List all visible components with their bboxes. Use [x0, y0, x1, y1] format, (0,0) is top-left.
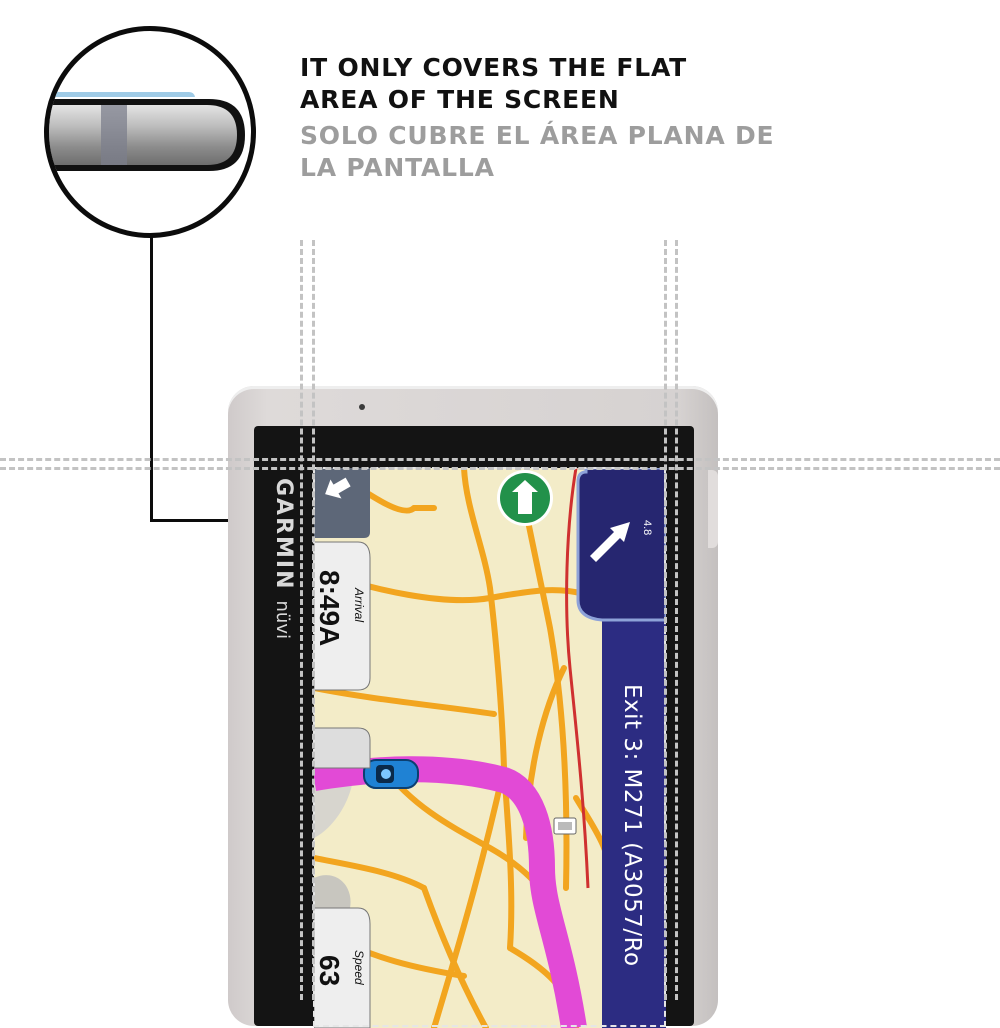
device-side-button — [708, 470, 718, 548]
arrival-label: Arrival — [352, 588, 366, 623]
arrival-time: 8:49A — [314, 570, 345, 647]
guide-left-inner — [312, 240, 315, 1000]
speed-value: 63 — [314, 955, 345, 987]
caption-spanish-line1: SOLO CUBRE EL ÁREA PLANA DE — [300, 121, 775, 150]
car-icon — [363, 759, 419, 789]
guide-left-outer — [300, 240, 303, 1000]
guide-top-outer — [0, 458, 1000, 461]
caption-english-line1: IT ONLY COVERS THE FLAT — [300, 53, 688, 82]
map-graphic — [314, 468, 666, 1028]
speed-label: Speed — [352, 950, 366, 985]
distance-to-turn: 4.8 — [641, 520, 653, 536]
caption-spanish: SOLO CUBRE EL ÁREA PLANA DE LA PANTALLA — [300, 120, 820, 184]
guide-right-outer — [675, 240, 678, 1000]
model-name: nüvi — [272, 600, 293, 639]
caption-english: IT ONLY COVERS THE FLAT AREA OF THE SCRE… — [300, 52, 820, 116]
turn-arrow-icon — [590, 522, 630, 562]
edge-detail-callout — [44, 26, 256, 238]
motorway-line — [565, 468, 590, 889]
road-name: Exit 3: M271 (A3057/Ro — [619, 684, 645, 967]
gps-screen — [314, 468, 666, 1028]
caption-english-line2: AREA OF THE SCREEN — [300, 85, 620, 114]
brand-name: GARMIN — [271, 478, 296, 591]
caption-spanish-line2: LA PANTALLA — [300, 153, 495, 182]
callout-leader-vertical — [150, 236, 153, 522]
device-branding: GARMIN nüvi — [271, 478, 296, 639]
device-microphone-hole — [359, 404, 365, 410]
guide-right-inner — [664, 240, 667, 1000]
highway-shield-icon — [553, 817, 577, 835]
screen-edge-detail-icon — [49, 92, 245, 171]
compass-icon — [497, 470, 553, 526]
guide-top-inner — [0, 467, 1000, 470]
caption: IT ONLY COVERS THE FLAT AREA OF THE SCRE… — [300, 52, 820, 184]
